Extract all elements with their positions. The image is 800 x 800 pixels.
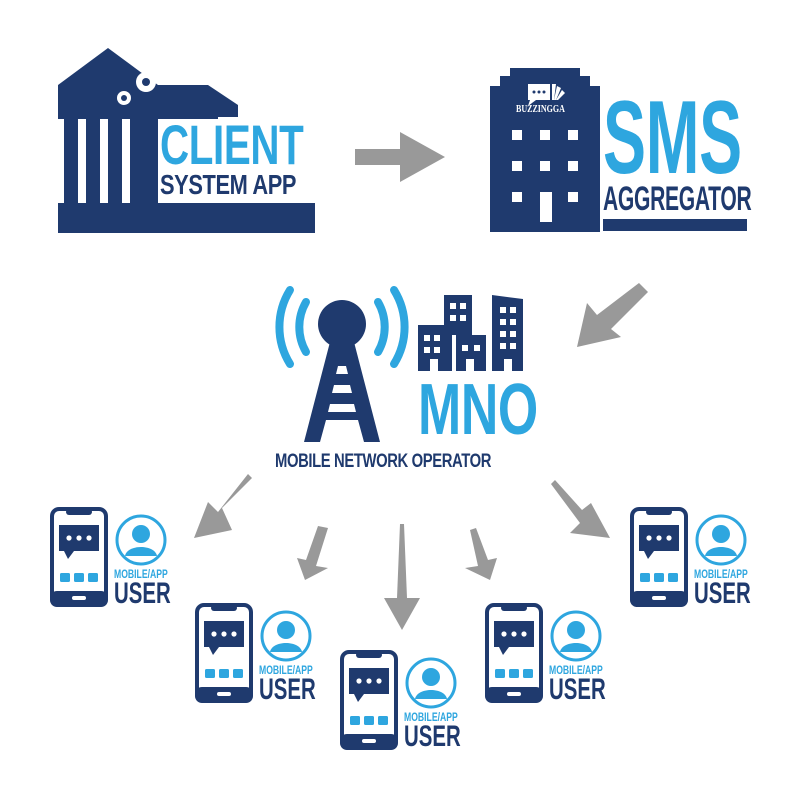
chat-bubble-icon — [494, 621, 534, 655]
user-label-role: USER — [694, 577, 751, 610]
client-subtitle: SYSTEM APP — [160, 169, 297, 200]
mno-subtitle: MOBILE NETWORK OPERATOR — [275, 451, 492, 472]
smartphone-icon — [50, 507, 108, 607]
bank-base — [158, 203, 315, 233]
bank-with-gears-icon — [58, 48, 158, 233]
user-label-type: MOBILE/APP — [114, 567, 168, 581]
aggregator-subtitle: AGGREGATOR — [603, 180, 752, 218]
user-label-role: USER — [549, 673, 606, 706]
cell-tower-icon — [275, 286, 409, 442]
user-avatar-icon — [550, 610, 602, 662]
city-buildings-icon — [418, 295, 523, 371]
client-title: CLIENT — [160, 113, 304, 176]
user-label-type: MOBILE/APP — [694, 567, 748, 581]
mobile-app-user-4: MOBILE/APP USER — [485, 603, 610, 713]
aggregator-underline — [603, 219, 747, 231]
mobile-app-user-2: MOBILE/APP USER — [195, 603, 320, 713]
gear-icon — [117, 72, 156, 105]
user-avatar-icon — [260, 610, 312, 662]
chat-bubble-icon — [349, 668, 389, 702]
mobile-app-user-3: MOBILE/APP USER — [340, 650, 465, 760]
aggregator-brand: BUZZINGGA — [516, 104, 565, 115]
smartphone-icon — [630, 507, 688, 607]
user-label-role: USER — [259, 673, 316, 706]
user-label-type: MOBILE/APP — [549, 663, 603, 677]
user-label-type: MOBILE/APP — [259, 663, 313, 677]
arrow-to-user-2 — [297, 526, 328, 580]
chat-bubble-icon — [639, 525, 679, 559]
user-avatar-icon — [115, 514, 167, 566]
user-avatar-icon — [695, 514, 747, 566]
mobile-app-user-1: MOBILE/APP USER — [50, 507, 175, 617]
smartphone-icon — [195, 603, 253, 703]
user-avatar-icon — [405, 657, 457, 709]
smartphone-icon — [340, 650, 398, 750]
aggregator-title: SMS — [603, 80, 742, 196]
arrow-to-user-5 — [551, 480, 610, 538]
arrow-right-icon — [355, 132, 445, 182]
chat-bubble-icon — [204, 621, 244, 655]
buzzingga-logo-icon — [528, 84, 565, 106]
smartphone-icon — [485, 603, 543, 703]
arrow-to-user-4 — [465, 528, 497, 580]
user-label-role: USER — [114, 577, 171, 610]
user-label-role: USER — [404, 720, 461, 753]
arrow-to-user-1 — [194, 474, 252, 538]
office-building-icon — [490, 68, 600, 232]
user-label-type: MOBILE/APP — [404, 710, 458, 724]
mobile-app-user-5: MOBILE/APP USER — [630, 507, 755, 617]
bank-entablature — [158, 105, 218, 119]
chat-bubble-icon — [59, 525, 99, 559]
arrow-down-left-icon — [577, 283, 648, 347]
arrow-to-user-3 — [384, 524, 420, 630]
mno-title: MNO — [418, 370, 538, 450]
